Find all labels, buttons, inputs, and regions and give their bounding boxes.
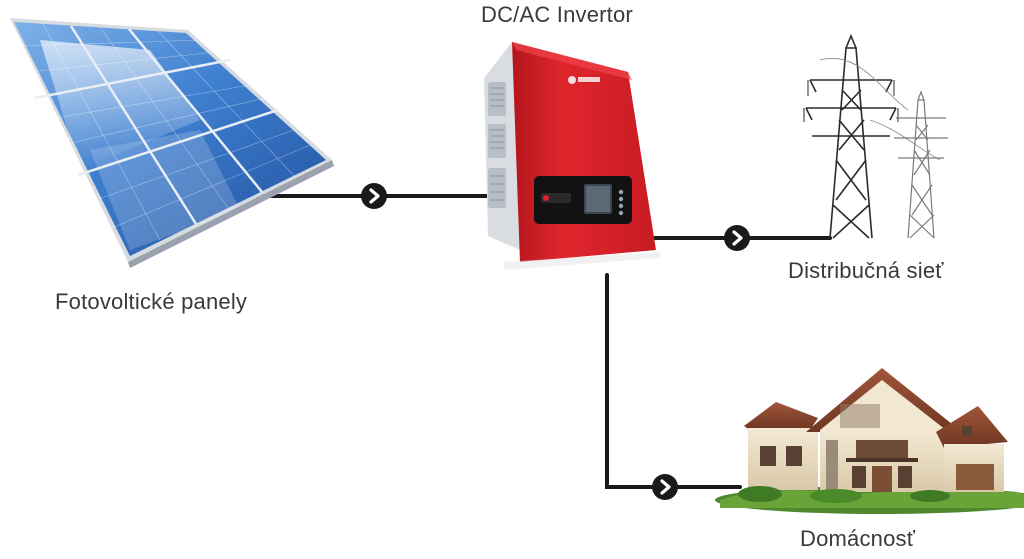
power-pylon-icon xyxy=(803,33,941,239)
solar-panel-icon xyxy=(10,18,334,268)
household-label: Domácnosť xyxy=(800,526,916,551)
grid-label: Distribučná sieť xyxy=(788,258,944,283)
line-inverter-to-household xyxy=(605,273,742,489)
inverter-icon xyxy=(484,42,660,270)
flow-arrow-icon xyxy=(724,225,750,251)
flow-arrow-icon xyxy=(652,474,678,500)
power-pylon-icon xyxy=(894,90,948,239)
flow-arrow-icon xyxy=(361,183,387,209)
house-icon xyxy=(715,368,1024,514)
panels-label: Fotovoltické panely xyxy=(55,289,248,314)
inverter-label: DC/AC Invertor xyxy=(481,2,633,27)
